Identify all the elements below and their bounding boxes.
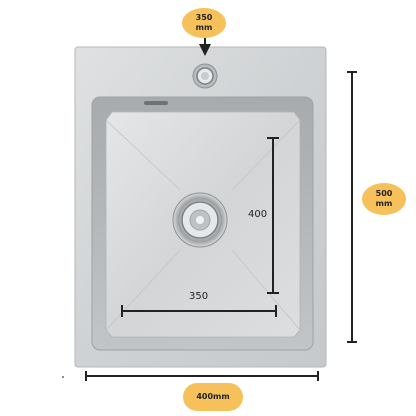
overflow-slot-icon — [144, 101, 168, 105]
drain-icon — [172, 192, 228, 248]
faucet-hole-icon — [192, 63, 218, 89]
inner-height-label: 400 — [248, 209, 268, 220]
top-dimension-badge: 350 mm — [182, 8, 226, 38]
floor-crease-tr — [231, 119, 301, 191]
stray-dot — [62, 376, 64, 378]
inner-width-dimension — [121, 305, 277, 317]
floor-crease-bl — [105, 249, 181, 331]
bottom-dimension-badge: 400mm — [183, 383, 243, 411]
outer-width-dimension — [85, 371, 319, 381]
right-dimension-badge: 500 mm — [362, 183, 406, 215]
outer-height-dimension — [347, 71, 357, 343]
inner-height-dimension — [267, 137, 279, 294]
inner-width-label: 350 — [189, 291, 209, 302]
floor-crease-tl — [105, 119, 181, 191]
floor-crease-br — [231, 249, 301, 331]
